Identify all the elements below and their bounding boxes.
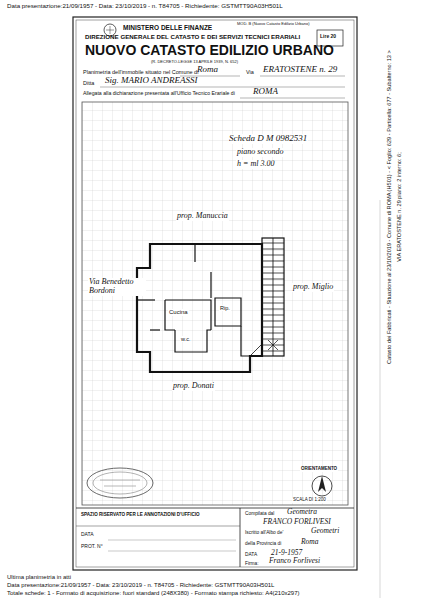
form-field: Compilata dal [244, 511, 275, 516]
direction-name: DIREZIONE GENERALE DEL CATASTO E DEI SER… [84, 34, 301, 41]
form-field: Ditta [82, 80, 95, 86]
form-field: Planimetria dell'immobile situato nel Co… [82, 69, 199, 75]
room-label: w.c. [180, 336, 191, 342]
side-note: VIA ERATOSTENE n. 29 piano: 2 interno: 6… [396, 11, 402, 403]
handwritten-field: 21-9-1957 [270, 549, 303, 557]
room-label: Cucina [168, 309, 189, 316]
handwritten-field: ERATOSTENE n. 29 [262, 65, 338, 75]
side-note: Catasto dei Fabbricati - Situazione al 2… [386, 11, 392, 403]
floor-note: piano secondo [236, 148, 284, 157]
handwritten-field: Roma [196, 65, 219, 75]
form-field: Firma: [244, 561, 260, 566]
ministry-name: MINISTERO DELLE FINANZE [122, 24, 213, 31]
decree-note: (R. DECRETO-LEGGE 13 APRILE 1939, N. 652… [150, 60, 239, 64]
form-field: della Provincia di [244, 541, 282, 546]
form-field: PROT. N° [80, 544, 104, 550]
handwritten-field: Geometri [310, 527, 340, 535]
header-line: Data presentazione:21/09/1957 - Data: 23… [6, 3, 284, 10]
section-title: SPAZIO RISERVATO PER LE ANNOTAZIONI D'UF… [80, 512, 201, 517]
neighbour-label: prop. Manuccia [176, 212, 229, 221]
footer-note: Ultima planimetria in atti [6, 574, 72, 581]
neighbour-label: prop. Miglio [292, 283, 334, 292]
form-field: Iscritto all'Albo de' [244, 530, 284, 535]
signature: Franco Forlivesi [268, 557, 321, 565]
footer-line: Totale schede: 1 - Formato di acquisizio… [6, 590, 300, 597]
form-field: Allegata alla dichiarazione presentata a… [82, 91, 236, 97]
handwritten-field: ROMA [252, 87, 279, 97]
footer-line: Data presentazione:21/09/1957 - Data: 23… [6, 582, 275, 589]
neighbour-label: prop. Donati [172, 382, 215, 391]
handwritten-field: Sig. MARIO ANDREASSI [104, 76, 199, 86]
form-model: MOD. B (Nuovo Catasto Edilizio Urbano) [236, 22, 310, 26]
form-field: Via [245, 69, 255, 75]
street-label: Via Benedetto Bordoni [88, 278, 146, 296]
handwritten-field: FRANCO FORLIVESI [262, 518, 332, 526]
stamp-duty: Lire 20 [319, 34, 337, 40]
form-title: NUOVO CATASTO EDILIZIO URBANO [84, 43, 335, 58]
height-note: h = ml 3.00 [236, 160, 275, 169]
orientation-label: ORIENTAMENTO [300, 467, 338, 472]
handwritten-field: Roma [300, 538, 320, 546]
handwritten-field: Geometra [286, 508, 318, 516]
sheet-number: Scheda D M 0982531 [228, 134, 308, 144]
form-field: DATA [244, 552, 258, 557]
form-field: DATA [80, 532, 95, 538]
scale-label: SCALA DI 1:200 [292, 498, 327, 503]
room-label: Rip. [219, 305, 231, 311]
